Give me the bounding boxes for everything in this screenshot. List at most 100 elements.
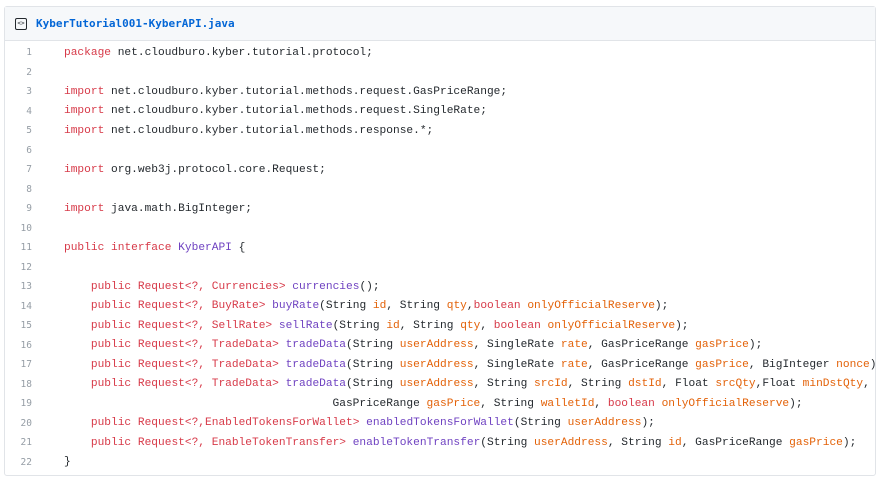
code-token: boolean bbox=[473, 300, 521, 313]
code-token bbox=[279, 378, 286, 390]
line-number[interactable]: 2 bbox=[26, 66, 32, 78]
code-line: 20 public Request<?,EnabledTokensForWall… bbox=[5, 414, 875, 434]
code-token: import bbox=[64, 105, 105, 118]
code-token: ); bbox=[654, 300, 669, 313]
code-line: 19 GasPriceRange gasPrice, String wallet… bbox=[5, 394, 875, 414]
line-number[interactable]: 8 bbox=[26, 183, 32, 195]
code-token: Request<?, TradeData> bbox=[137, 339, 279, 352]
code-token: onlyOfficialReserve bbox=[527, 300, 655, 313]
line-number[interactable]: 21 bbox=[20, 437, 32, 449]
line-number[interactable]: 15 bbox=[20, 320, 32, 332]
code-token: ); bbox=[842, 436, 857, 449]
code-line: 21 public Request<?, EnableTokenTransfer… bbox=[5, 433, 875, 453]
code-token: minDstQty bbox=[802, 378, 864, 391]
code-token bbox=[64, 281, 91, 293]
code-token: net.cloudburo.kyber.tutorial.protocol; bbox=[111, 46, 373, 59]
code-token: public bbox=[90, 378, 132, 391]
line-number[interactable]: 10 bbox=[20, 222, 32, 234]
code-token: import bbox=[64, 163, 105, 176]
code-token bbox=[64, 437, 91, 449]
line-code: public Request<?, TradeData> tradeData(S… bbox=[49, 359, 878, 371]
code-token bbox=[131, 281, 138, 293]
line-number[interactable]: 13 bbox=[20, 281, 32, 293]
line-number[interactable]: 12 bbox=[20, 261, 32, 273]
file-name-link[interactable]: KyberTutorial001-KyberAPI.java bbox=[36, 17, 235, 30]
line-number[interactable]: 19 bbox=[20, 398, 32, 410]
code-token bbox=[131, 300, 138, 312]
code-token: tradeData bbox=[285, 378, 347, 391]
line-number[interactable]: 1 bbox=[26, 47, 32, 59]
code-token: (String bbox=[346, 378, 400, 391]
line-code: public Request<?, SellRate> sellRate(Str… bbox=[49, 320, 689, 332]
code-line: 12 bbox=[5, 258, 875, 278]
code-token: ); bbox=[641, 417, 655, 430]
code-token bbox=[131, 437, 138, 449]
code-token bbox=[541, 320, 548, 332]
code-token: net.cloudburo.kyber.tutorial.methods.res… bbox=[104, 124, 434, 137]
code-token: public bbox=[90, 319, 132, 332]
line-number[interactable]: 11 bbox=[20, 242, 32, 254]
line-code: public Request<?, TradeData> tradeData(S… bbox=[49, 378, 870, 390]
code-token: gasPrice bbox=[695, 339, 749, 352]
code-token: walletId bbox=[540, 397, 595, 410]
line-number[interactable]: 3 bbox=[26, 86, 32, 98]
code-token: , SingleRate bbox=[473, 358, 561, 371]
code-token: userAddress bbox=[399, 378, 474, 391]
file-header: <> KyberTutorial001-KyberAPI.java bbox=[5, 7, 875, 41]
code-token bbox=[64, 320, 91, 332]
line-number[interactable]: 17 bbox=[20, 359, 32, 371]
code-token: rate bbox=[560, 339, 588, 352]
line-code: public Request<?, EnableTokenTransfer> e… bbox=[49, 437, 856, 449]
code-token: (String bbox=[480, 436, 534, 449]
code-line: 15 public Request<?, SellRate> sellRate(… bbox=[5, 316, 875, 336]
line-number[interactable]: 4 bbox=[26, 105, 32, 117]
code-token: userAddress bbox=[534, 436, 608, 449]
code-token: dstId bbox=[628, 378, 662, 391]
code-token: public bbox=[64, 241, 105, 254]
code-token: nonce bbox=[836, 358, 870, 371]
code-line: 16 public Request<?, TradeData> tradeDat… bbox=[5, 336, 875, 356]
line-number[interactable]: 22 bbox=[20, 456, 32, 468]
line-number[interactable]: 14 bbox=[20, 300, 32, 312]
code-token: } bbox=[64, 456, 71, 469]
code-token: gasPrice bbox=[695, 358, 749, 371]
code-token: package bbox=[64, 46, 111, 59]
code-token: public bbox=[90, 436, 132, 449]
code-token: qty bbox=[460, 319, 481, 332]
code-token: , GasPriceRange bbox=[587, 358, 696, 371]
code-token: (String bbox=[346, 358, 400, 371]
line-number[interactable]: 16 bbox=[20, 339, 32, 351]
line-number[interactable]: 9 bbox=[26, 203, 32, 215]
line-number[interactable]: 20 bbox=[20, 417, 32, 429]
line-code: import net.cloudburo.kyber.tutorial.meth… bbox=[49, 86, 507, 98]
code-token: Request<?, SellRate> bbox=[137, 319, 273, 332]
line-number[interactable]: 5 bbox=[26, 125, 32, 137]
code-token: , BigInteger bbox=[748, 358, 837, 371]
line-number[interactable]: 7 bbox=[26, 164, 32, 176]
code-token: userAddress bbox=[399, 339, 474, 352]
code-token: public bbox=[90, 300, 132, 313]
code-token: public bbox=[90, 339, 132, 352]
code-token: Request<?, TradeData> bbox=[137, 378, 279, 391]
code-token: qty bbox=[446, 300, 467, 313]
code-token bbox=[346, 437, 353, 449]
code-token bbox=[131, 339, 138, 351]
code-token: userAddress bbox=[399, 358, 474, 371]
line-number[interactable]: 6 bbox=[26, 144, 32, 156]
code-token bbox=[655, 398, 662, 410]
code-token bbox=[131, 417, 138, 429]
code-line: 4 import net.cloudburo.kyber.tutorial.met… bbox=[5, 102, 875, 122]
code-token: srcQty bbox=[715, 378, 756, 391]
code-token: gasPrice bbox=[426, 397, 481, 410]
code-token: onlyOfficialReserve bbox=[547, 319, 676, 332]
code-token: (String bbox=[513, 417, 568, 430]
line-number[interactable]: 18 bbox=[20, 378, 32, 390]
code-token: import bbox=[64, 202, 105, 215]
code-token: , bbox=[466, 300, 474, 313]
code-token bbox=[131, 378, 138, 390]
code-token: net.cloudburo.kyber.tutorial.methods.req… bbox=[104, 105, 487, 118]
code-token: buyRate bbox=[272, 300, 320, 313]
code-token bbox=[64, 417, 91, 429]
line-code: } bbox=[49, 456, 71, 468]
